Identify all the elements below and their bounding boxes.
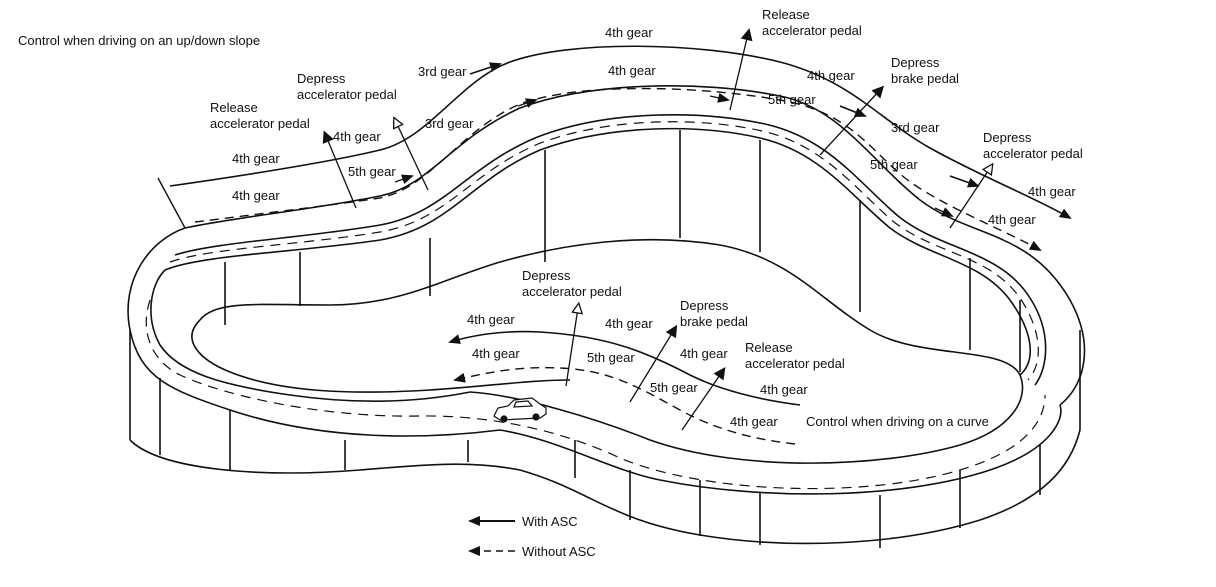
curve-depress-brake-label: Depress brake pedal xyxy=(680,298,748,329)
slope-depress-brake-label: Depress brake pedal xyxy=(891,55,959,86)
depress-brake-pointer xyxy=(819,85,885,156)
slope-arrow-dashed-d xyxy=(934,207,954,217)
slope-gear-label: 5th gear xyxy=(348,164,396,179)
curve-caption: Control when driving on a curve xyxy=(806,414,989,429)
slope-gear-label: 4th gear xyxy=(232,151,280,166)
depress-accel-pointer-2 xyxy=(949,168,990,229)
legend-without-asc: Without ASC xyxy=(522,544,596,559)
curve-depress-accel-label: Depress accelerator pedal xyxy=(522,268,622,299)
slope-gear-label: 4th gear xyxy=(605,25,653,40)
slope-gear-label: 3rd gear xyxy=(891,120,940,135)
lane-divider-bottom xyxy=(145,299,1046,490)
slope-arrow-dashed-b xyxy=(709,92,730,103)
curve-depress-brake-pointer xyxy=(629,324,678,403)
slope-depress-accel-label: Depress accelerator pedal xyxy=(297,71,397,102)
car-icon xyxy=(493,397,547,423)
legend-with-asc: With ASC xyxy=(522,514,578,529)
curve-release-accel-label: Release accelerator pedal xyxy=(745,340,845,371)
slope-without-asc-path xyxy=(194,87,1042,251)
slope-arrow-dashed-c xyxy=(394,174,414,185)
curve-gear-label: 4th gear xyxy=(760,382,808,397)
curve-gear-label: 4th gear xyxy=(730,414,778,429)
depress-accel-pointer xyxy=(396,122,429,191)
curve-gear-label: 4th gear xyxy=(472,346,520,361)
curve-gear-label: 4th gear xyxy=(605,316,653,331)
slope-arrow-3rd xyxy=(469,62,502,75)
slope-depress-accel-label-2: Depress accelerator pedal xyxy=(983,130,1083,161)
curve-with-asc-path xyxy=(448,330,801,406)
slope-arrow-3rd-b xyxy=(949,175,980,188)
curve-gear-label: 4th gear xyxy=(680,346,728,361)
slope-gear-label: 5th gear xyxy=(870,157,918,172)
release-accel-pointer-2 xyxy=(729,28,753,111)
curve-depress-accel-pointer xyxy=(565,308,578,387)
release-accel-pointer xyxy=(322,130,357,209)
slope-gear-label: 4th gear xyxy=(608,63,656,78)
curve-gear-label: 4th gear xyxy=(467,312,515,327)
slope-gear-label: 4th gear xyxy=(232,188,280,203)
start-marker xyxy=(157,177,186,229)
slope-gear-label: 4th gear xyxy=(1028,184,1076,199)
curve-without-asc-path xyxy=(453,366,796,445)
curve-release-accel-pointer xyxy=(681,367,726,431)
curve-gear-label: 5th gear xyxy=(587,350,635,365)
slope-gear-label: 4th gear xyxy=(333,129,381,144)
slope-gear-label: 3rd gear xyxy=(425,116,474,131)
slope-gear-label: 3rd gear xyxy=(418,64,467,79)
slope-arrow-dashed-a xyxy=(517,98,538,108)
slope-gear-label: 4th gear xyxy=(988,212,1036,227)
track-outline xyxy=(127,85,1086,548)
slope-release-accel-label-2: Release accelerator pedal xyxy=(762,7,862,38)
slope-arrow-4th xyxy=(839,105,867,117)
slope-caption: Control when driving on an up/down slope xyxy=(18,33,261,48)
lane-divider-top xyxy=(169,121,1039,381)
slope-gear-label: 5th gear xyxy=(768,92,816,107)
curve-gear-label: 5th gear xyxy=(650,380,698,395)
slope-gear-label: 4th gear xyxy=(807,68,855,83)
slope-with-asc-path xyxy=(169,45,1072,220)
slope-release-accel-label: Release accelerator pedal xyxy=(210,100,310,131)
